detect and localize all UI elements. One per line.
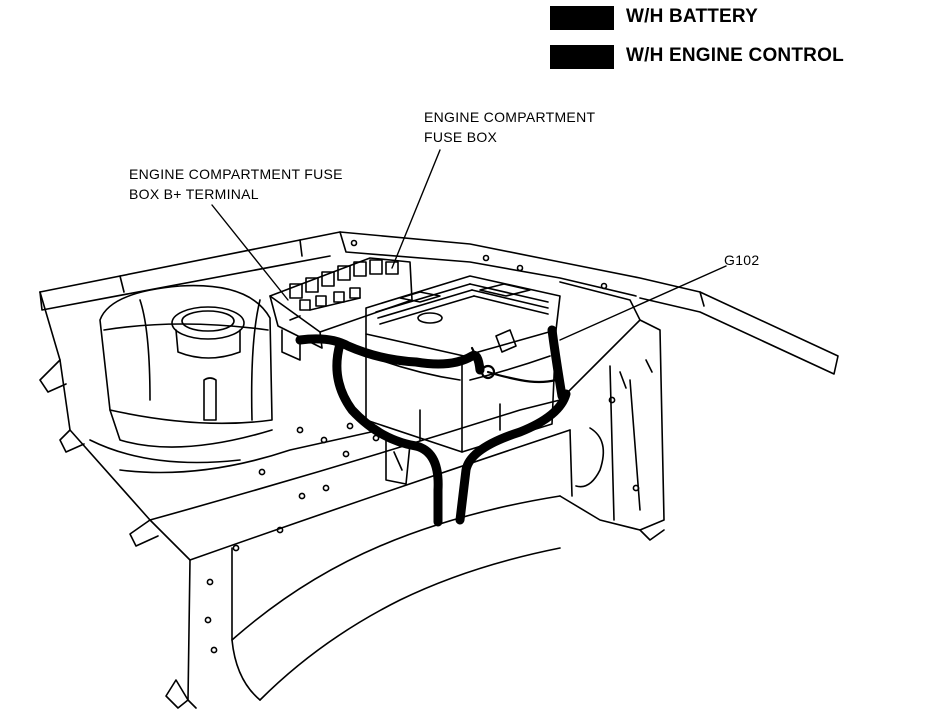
callout-b-terminal-line2: BOX B+ TERMINAL — [129, 186, 259, 202]
callout-b-terminal: ENGINE COMPARTMENT FUSE BOX B+ TERMINAL — [129, 164, 343, 204]
callout-fuse-box: ENGINE COMPARTMENT FUSE BOX — [424, 107, 595, 147]
legend-swatch-engine-control — [550, 45, 614, 69]
legend-label-engine-control: W/H ENGINE CONTROL — [626, 45, 844, 66]
legend-label-battery: W/H BATTERY — [626, 6, 759, 27]
shock-tower — [99, 284, 273, 448]
leader-fuse-box — [391, 149, 441, 269]
leader-g102 — [559, 265, 727, 341]
battery — [365, 275, 561, 453]
callout-ground-g102: G102 — [724, 250, 759, 270]
radiator-support — [559, 281, 665, 541]
legend-swatch-battery — [550, 6, 614, 30]
ground-cable-terminal — [486, 370, 558, 384]
callout-fuse-box-line1: ENGINE COMPARTMENT — [424, 109, 596, 125]
leader-b-terminal — [211, 204, 289, 301]
fender-apron — [39, 231, 839, 375]
cable-main-down-right — [455, 389, 571, 525]
inner-fender-wall — [39, 291, 381, 561]
callout-b-terminal-line1: ENGINE COMPARTMENT FUSE — [129, 166, 343, 182]
battery-cables — [295, 325, 571, 527]
callout-fuse-box-line2: FUSE BOX — [424, 129, 498, 145]
ground-terminal-g102 — [480, 364, 496, 380]
callout-ground-line1: G102 — [724, 252, 760, 268]
cable-positive — [295, 334, 485, 375]
cable-ground — [547, 325, 567, 401]
leader-lines — [211, 149, 727, 341]
front-frame-rail — [149, 399, 571, 709]
cable-main-down-left — [332, 339, 443, 527]
